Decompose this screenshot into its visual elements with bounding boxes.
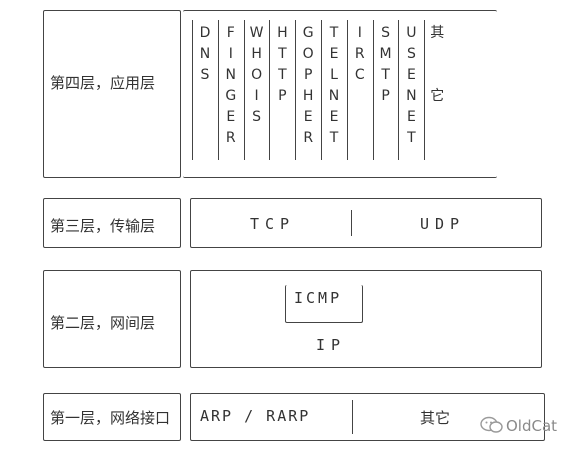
app-protocol-char: O bbox=[302, 46, 314, 62]
app-protocol-char: P bbox=[381, 88, 390, 104]
transport-layer-label-box bbox=[43, 198, 181, 248]
network-layer-label: 第一层，网络接口 bbox=[50, 409, 171, 427]
application-protocols-box bbox=[183, 10, 497, 178]
app-protocol-char: W bbox=[249, 25, 264, 41]
app-protocol-char: S bbox=[381, 25, 391, 41]
app-protocol-char: N bbox=[406, 88, 417, 104]
application-layer-label-box bbox=[43, 10, 181, 178]
app-protocol-char: G bbox=[225, 88, 237, 104]
app-protocol-char: H bbox=[251, 46, 262, 62]
app-protocol-char: R bbox=[303, 130, 314, 146]
app-protocol-char: P bbox=[303, 67, 313, 83]
icmp-box bbox=[285, 285, 363, 323]
network-protocols-box bbox=[190, 393, 545, 441]
app-protocol-char: E bbox=[329, 46, 339, 62]
app-protocol-char: I bbox=[228, 46, 233, 62]
watermark-text: OldCat bbox=[506, 417, 558, 435]
app-protocol-char: 其 bbox=[430, 25, 445, 41]
udp-label: UDP bbox=[420, 215, 466, 233]
network-separator bbox=[352, 400, 353, 434]
app-protocol-char: T bbox=[407, 130, 416, 146]
internet-layer-label-box bbox=[43, 270, 181, 368]
app-protocol-char: D bbox=[199, 25, 211, 41]
app-protocol-char: 它 bbox=[430, 88, 445, 104]
app-protocol-char: I bbox=[357, 25, 362, 41]
network-other-label: 其它 bbox=[420, 409, 451, 427]
app-protocol-char: N bbox=[199, 46, 211, 62]
internet-layer-label: 第二层，网间层 bbox=[50, 314, 156, 332]
app-protocol-char: N bbox=[225, 67, 237, 83]
arp-rarp-label: ARP / RARP bbox=[200, 407, 311, 425]
app-protocol-char: U bbox=[406, 25, 417, 41]
app-protocol-char: N bbox=[328, 88, 340, 104]
app-protocol-char: H bbox=[302, 88, 314, 104]
app-protocol-char: C bbox=[354, 67, 365, 83]
app-protocol-char: O bbox=[251, 67, 263, 83]
app-protocol-char: R bbox=[354, 46, 365, 62]
app-protocol-char: M bbox=[379, 46, 392, 62]
wechat-icon bbox=[480, 416, 504, 434]
app-protocol-char: L bbox=[330, 67, 338, 83]
app-protocol-char: E bbox=[329, 109, 339, 125]
app-protocol-char: S bbox=[406, 46, 416, 62]
app-protocol-char: H bbox=[277, 25, 288, 41]
app-protocol-char: S bbox=[252, 109, 262, 125]
transport-separator bbox=[351, 210, 352, 236]
app-protocol-char: P bbox=[278, 88, 287, 104]
app-protocol-char: G bbox=[302, 25, 314, 41]
app-protocol-char: S bbox=[200, 67, 210, 83]
app-protocol-char: I bbox=[254, 88, 259, 104]
app-protocol-char: T bbox=[381, 67, 390, 83]
application-layer-label: 第四层，应用层 bbox=[50, 74, 156, 92]
app-protocol-char: F bbox=[226, 25, 235, 41]
app-protocol-char: E bbox=[406, 67, 416, 83]
app-protocol-char: E bbox=[226, 109, 236, 125]
app-protocol-char: T bbox=[329, 25, 339, 41]
app-protocol-char: R bbox=[225, 130, 236, 146]
app-protocol-char: T bbox=[278, 46, 287, 62]
icmp-label: ICMP bbox=[294, 289, 343, 307]
tcp-label: TCP bbox=[250, 215, 296, 233]
app-protocol-char: T bbox=[278, 67, 287, 83]
app-protocol-10: 其它 bbox=[424, 20, 448, 160]
ip-label: IP bbox=[316, 336, 347, 354]
network-layer-label-box bbox=[43, 393, 181, 441]
app-protocol-char: T bbox=[329, 130, 339, 146]
app-protocol-char: E bbox=[406, 109, 416, 125]
transport-protocols-box bbox=[190, 198, 542, 248]
transport-layer-label: 第三层，传输层 bbox=[50, 217, 156, 235]
app-protocol-char: E bbox=[303, 109, 313, 125]
internet-protocols-box bbox=[190, 270, 542, 368]
